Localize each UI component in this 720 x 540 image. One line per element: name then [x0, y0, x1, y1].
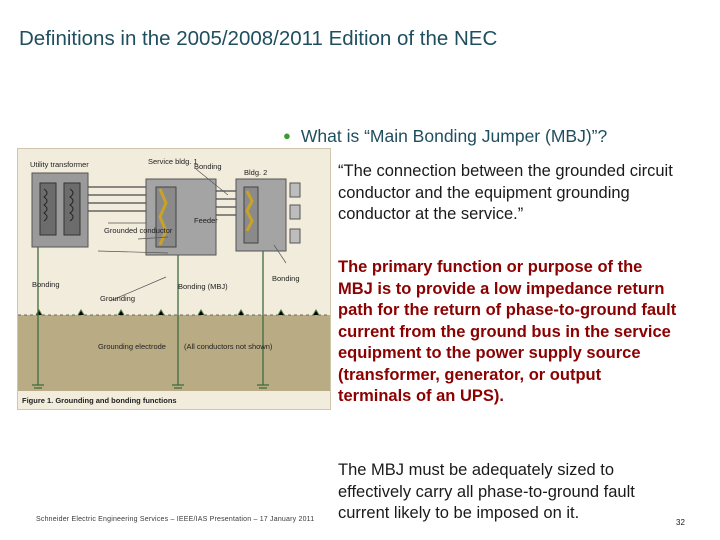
grounding-bonding-figure: Utility transformer Service bldg. 1 Bond… [17, 148, 331, 410]
bldg2-label: Bldg. 2 [244, 168, 267, 177]
primary-function-text: The primary function or purpose of the M… [338, 258, 677, 405]
question-bullet: ● What is “Main Bonding Jumper (MBJ)”? [283, 126, 607, 147]
mbj-sizing-text: The MBJ must be adequately sized to effe… [338, 461, 635, 522]
bonding-mbj-label: Bonding (MBJ) [178, 282, 228, 291]
outlet-boxes [289, 182, 301, 244]
grounding-electrode-label: Grounding electrode [98, 342, 166, 351]
figure-caption: Figure 1. Grounding and bonding function… [22, 396, 177, 405]
feeder-label: Feeder [194, 216, 218, 225]
footer-text: Schneider Electric Engineering Services … [36, 516, 315, 523]
page-number: 32 [676, 518, 685, 527]
question-text: What is “Main Bonding Jumper (MBJ)”? [300, 126, 608, 146]
slide-title: Definitions in the 2005/2008/2011 Editio… [19, 27, 498, 50]
grounded-conductor-label: Grounded conductor [104, 226, 173, 235]
grass-tufts [35, 309, 320, 316]
bonding-right-label: Bonding [272, 274, 300, 283]
bonding-left-label: Bonding [32, 280, 60, 289]
bonding-top-label: Bonding [194, 162, 222, 171]
conductors-note-label: (All conductors not shown) [184, 342, 273, 351]
utility-transformer-label: Utility transformer [30, 160, 89, 169]
grounding-label: Grounding [100, 294, 135, 303]
service-bldg-label: Service bldg. 1 [148, 157, 198, 166]
definition-quote: “The connection between the grounded cir… [338, 162, 673, 223]
bullet-dot-icon: ● [283, 128, 291, 143]
soil-band [18, 315, 330, 391]
